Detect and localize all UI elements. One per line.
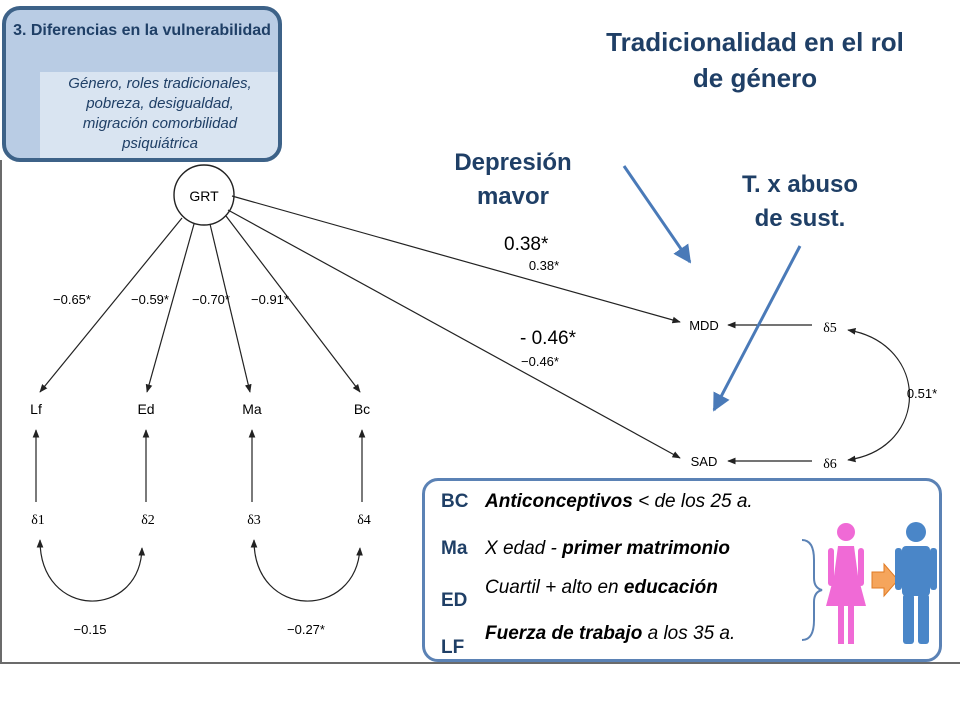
error-3: δ3 bbox=[247, 513, 261, 528]
section-description: Género, roles tradicionales, pobreza, de… bbox=[40, 72, 278, 158]
slide-frame bbox=[0, 160, 960, 664]
section-title: 3. Diferencias en la vulnerabilidad bbox=[13, 22, 271, 39]
legend-text: X edad - bbox=[485, 538, 563, 559]
male-figure-icon bbox=[895, 522, 937, 644]
error-covariance-curve-1 bbox=[36, 539, 146, 602]
female-figure-icon bbox=[826, 523, 866, 644]
indicator-legend-box: BC Anticonceptivos < de los 25 a. Ma X e… bbox=[422, 478, 942, 662]
depression-callout-line-1: Depresión bbox=[454, 149, 572, 176]
headline-line-1: Tradicionalidad en el rol bbox=[606, 27, 904, 57]
legend-desc-lf: Fuerza de trabajo a los 35 a. bbox=[485, 623, 735, 645]
indicator-ed: Ed bbox=[137, 401, 154, 417]
orange-arrow-icon bbox=[871, 562, 899, 598]
depression-callout-line-2: mavor bbox=[476, 183, 550, 210]
overlay-coefficient-mdd: 0.38* bbox=[504, 234, 549, 255]
blue-arrow-abuse bbox=[712, 245, 802, 412]
headline: Tradicionalidad en el rol de género bbox=[570, 24, 940, 96]
path-grt-ma bbox=[209, 223, 252, 393]
loading-ma: −0.70* bbox=[192, 292, 230, 307]
error-4: δ4 bbox=[357, 513, 371, 528]
frame-bottom-border bbox=[0, 662, 960, 664]
path-grt-mdd bbox=[231, 195, 681, 324]
grt-label: GRT bbox=[189, 188, 219, 204]
indicator-bc: Bc bbox=[354, 401, 370, 417]
outcome-covariance-curve bbox=[847, 327, 910, 463]
legend-text: a los 35 a. bbox=[642, 623, 736, 644]
indicator-ma: Ma bbox=[242, 401, 262, 417]
overlay-coefficient-sad: - 0.46* bbox=[520, 328, 576, 349]
bracket-icon bbox=[801, 539, 823, 641]
path-grt-lf bbox=[39, 217, 183, 393]
frame-left-border bbox=[0, 160, 2, 664]
error-covariance-2: −0.27* bbox=[287, 622, 325, 637]
section-description-line: psiquiátrica bbox=[122, 135, 198, 152]
substance-abuse-callout: T. x abuso de sust. bbox=[700, 168, 900, 236]
blue-arrow-depression bbox=[622, 165, 692, 264]
outcome-mdd: MDD bbox=[689, 318, 719, 333]
section-description-line: pobreza, desigualdad, bbox=[86, 95, 234, 112]
depression-callout: Depresión mavor bbox=[428, 146, 598, 214]
error-covariance-curve-2 bbox=[250, 539, 363, 602]
legend-desc-ma: X edad - primer matrimonio bbox=[485, 538, 730, 560]
path-label-mdd: 0.38* bbox=[529, 258, 559, 273]
path-grt-sad bbox=[227, 209, 681, 459]
error-covariance-1: −0.15 bbox=[74, 622, 107, 637]
error-1: δ1 bbox=[31, 513, 45, 528]
legend-text: < de los 25 a. bbox=[632, 491, 753, 512]
legend-emphasis: primer matrimonio bbox=[562, 538, 730, 559]
grt-node bbox=[173, 164, 235, 226]
loading-bc: −0.91* bbox=[251, 292, 289, 307]
legend-code-bc: BC bbox=[441, 491, 469, 512]
sem-path-diagram: GRT −0.65* −0.59* −0.70* −0.91* Lf Ed Ma… bbox=[30, 164, 937, 637]
loading-ed: −0.59* bbox=[131, 292, 169, 307]
abuse-callout-line-2: de sust. bbox=[754, 205, 846, 232]
legend-emphasis: educación bbox=[623, 577, 718, 598]
path-grt-ed bbox=[145, 223, 195, 393]
path-grt-bc bbox=[225, 215, 361, 393]
section-description-line: Género, roles tradicionales, bbox=[68, 75, 252, 92]
legend-emphasis: Anticonceptivos bbox=[485, 491, 633, 512]
legend-text: Cuartil + alto en bbox=[485, 577, 624, 598]
legend-code-lf: LF bbox=[441, 637, 465, 658]
outcome-sad: SAD bbox=[691, 454, 718, 469]
error-6: δ6 bbox=[823, 457, 837, 472]
indicator-lf: Lf bbox=[30, 401, 42, 417]
legend-code-ed: ED bbox=[441, 590, 468, 611]
legend-desc-bc: Anticonceptivos < de los 25 a. bbox=[485, 491, 753, 513]
loading-lf: −0.65* bbox=[53, 292, 91, 307]
path-label-sad: −0.46* bbox=[521, 354, 559, 369]
error-5: δ5 bbox=[823, 321, 837, 336]
legend-desc-ed: Cuartil + alto en educación bbox=[485, 577, 718, 599]
legend-emphasis: Fuerza de trabajo bbox=[485, 623, 643, 644]
outcome-covariance: 0.51* bbox=[907, 386, 937, 401]
legend-code-ma: Ma bbox=[441, 538, 468, 559]
abuse-callout-line-1: T. x abuso bbox=[741, 171, 859, 198]
vulnerability-section-box: 3. Diferencias en la vulnerabilidad Géne… bbox=[2, 6, 282, 162]
error-2: δ2 bbox=[141, 513, 155, 528]
gender-figures bbox=[801, 522, 937, 644]
headline-line-2: de género bbox=[692, 63, 818, 93]
section-description-line: migración comorbilidad bbox=[82, 115, 238, 132]
